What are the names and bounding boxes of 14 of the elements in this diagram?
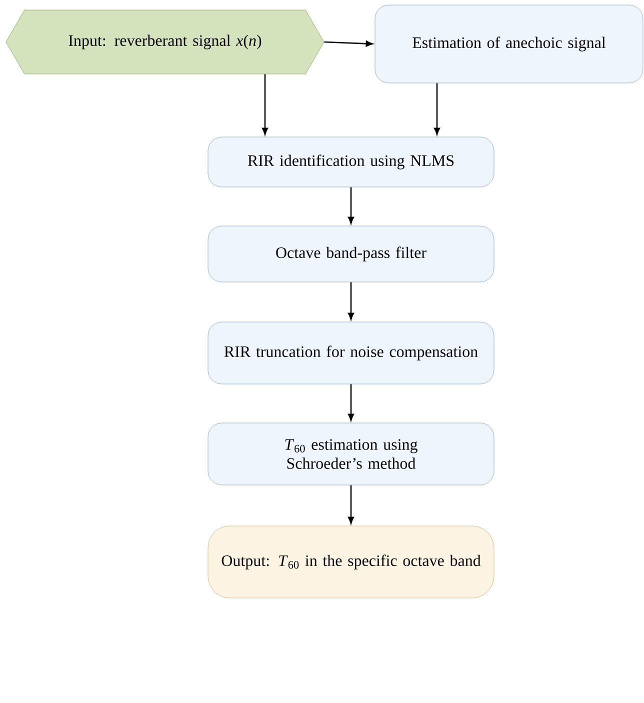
signal-box: Input: reverberant signal x(n)	[6, 10, 324, 74]
process-box: Octave band-pass filter	[208, 226, 494, 282]
process-box: T$_{60}$ estimation using Schroeder’s method	[208, 422, 494, 486]
arrow	[348, 384, 354, 421]
process-box: Estimation of anechoic signal	[374, 4, 644, 84]
arrow	[324, 40, 373, 47]
process-box: RIR identification using NLMS	[208, 136, 494, 188]
process-box: RIR truncation for noise compensation	[208, 322, 494, 384]
output-box: Output: T$_{60}$ in the specific octave band	[208, 526, 494, 598]
arrow	[348, 282, 354, 320]
arrow	[262, 74, 268, 135]
arrow	[434, 83, 440, 135]
arrow	[348, 485, 354, 524]
arrow	[348, 187, 354, 224]
